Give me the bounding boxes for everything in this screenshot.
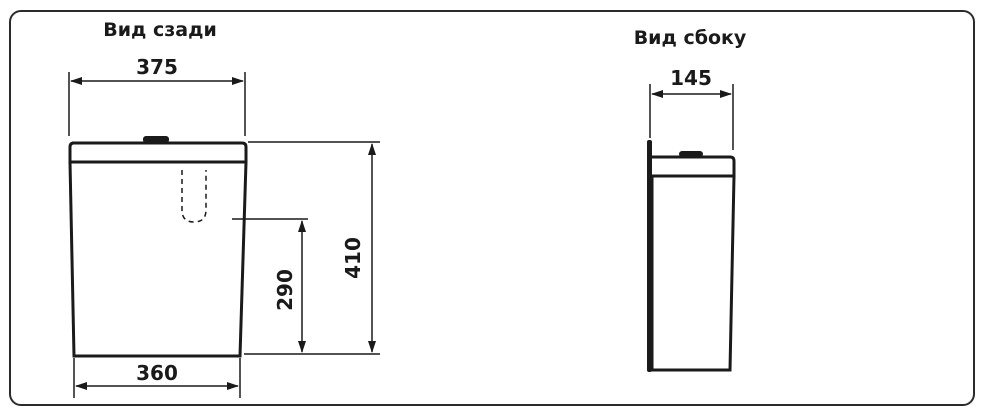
dim-rear-inlet-height-label: 290 — [273, 269, 297, 311]
dim-rear-inlet-height: 290 — [232, 218, 308, 353]
dim-side-depth: 145 — [649, 66, 734, 150]
dim-rear-total-height: 410 — [244, 141, 380, 355]
dim-rear-top-width-label: 375 — [136, 55, 178, 79]
side-view-title: Вид сбоку — [634, 27, 747, 49]
cistern-side-body — [647, 140, 736, 372]
rear-view-title: Вид сзади — [103, 19, 217, 41]
dim-rear-bottom-width: 360 — [73, 358, 241, 398]
cistern-rear-body — [68, 136, 248, 358]
dim-rear-total-height-label: 410 — [341, 237, 365, 279]
dim-rear-bottom-width-label: 360 — [136, 361, 178, 385]
drawing-frame — [9, 10, 975, 406]
dim-side-depth-label: 145 — [670, 66, 712, 90]
dim-rear-top-width: 375 — [68, 55, 246, 136]
